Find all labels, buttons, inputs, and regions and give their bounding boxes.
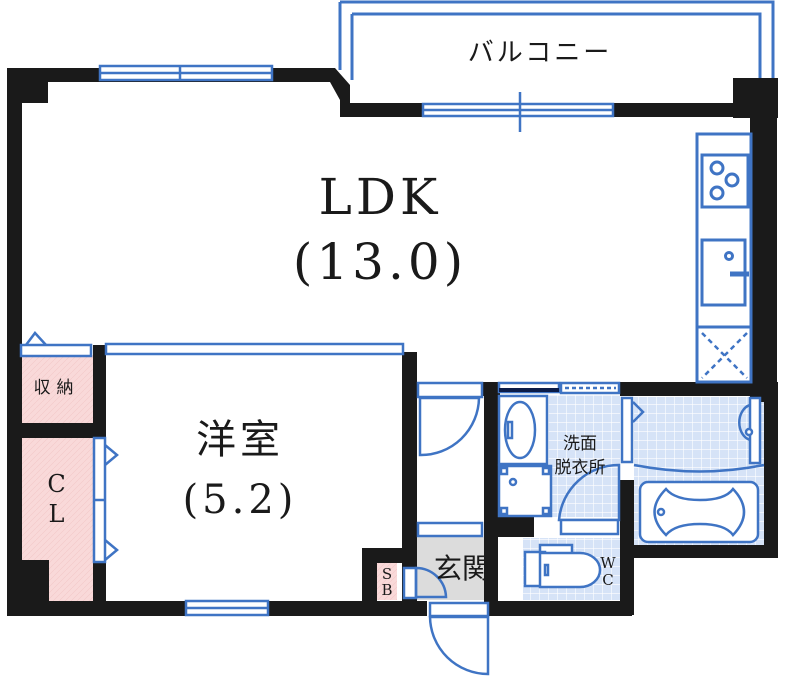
ldk-size: (13.0)	[292, 233, 468, 291]
toilet-label-2: C	[602, 571, 614, 589]
washbasin-icon	[497, 394, 549, 466]
bathtub-icon	[638, 480, 760, 544]
bathroom	[620, 396, 765, 544]
entrance-floor	[415, 537, 495, 600]
windows	[98, 64, 615, 617]
closet-label-2: L	[48, 500, 65, 528]
western-room-size: (5.2)	[182, 477, 298, 523]
kitchen-counter	[695, 132, 753, 384]
washroom-label-2: 脱衣所	[554, 458, 606, 478]
balcony-label: バルコニー	[467, 38, 613, 68]
toilet-icon	[523, 543, 602, 589]
balcony	[338, 0, 775, 80]
closet-doors	[92, 436, 119, 564]
shoe-box-floor	[377, 563, 397, 600]
shoe-box-label-1: S	[381, 565, 393, 583]
storage-label: 収納	[33, 378, 80, 398]
storage-floor	[20, 355, 93, 423]
fridge-space-icon	[701, 332, 748, 379]
closet-label-1: C	[47, 470, 66, 498]
hallway-door	[416, 381, 484, 538]
washing-machine-icon	[497, 464, 553, 518]
toilet-label-1: W	[600, 554, 616, 572]
washroom	[497, 381, 621, 536]
ldk-label: LDK	[318, 168, 442, 226]
shoe-box-label-2: B	[381, 581, 393, 599]
washroom-label-1: 洗面	[563, 434, 597, 454]
entrance-door	[402, 566, 490, 676]
entrance-label: 玄関	[433, 552, 490, 585]
storage-door	[19, 331, 93, 358]
western-room-label: 洋室	[196, 417, 284, 463]
kitchen-stove-icon	[700, 153, 750, 209]
